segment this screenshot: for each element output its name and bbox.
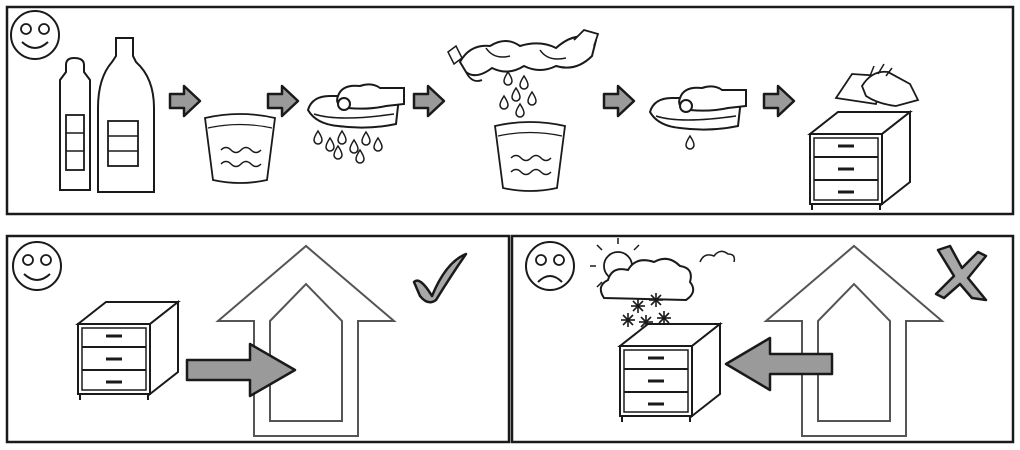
outdoor-use-panel [510,234,1015,444]
wring-cloth-icon [447,28,600,118]
weather-icon [590,238,736,302]
water-bowl-icon [204,113,276,184]
snowflakes-icon [621,293,671,329]
water-bowl-icon [494,121,566,192]
arrow-into-house-icon [185,342,297,398]
cleaning-bottles-icon [59,37,155,193]
arrow-out-of-house-icon [724,336,834,392]
care-steps-panel [5,5,1015,216]
indoor-use-panel [5,234,511,444]
sad-face-icon [525,241,575,291]
happy-face-icon [12,241,62,291]
happy-face-icon [10,10,60,60]
checkmark-icon [412,252,468,304]
wipe-dresser-icon [808,63,920,212]
cross-mark-icon [934,244,988,302]
